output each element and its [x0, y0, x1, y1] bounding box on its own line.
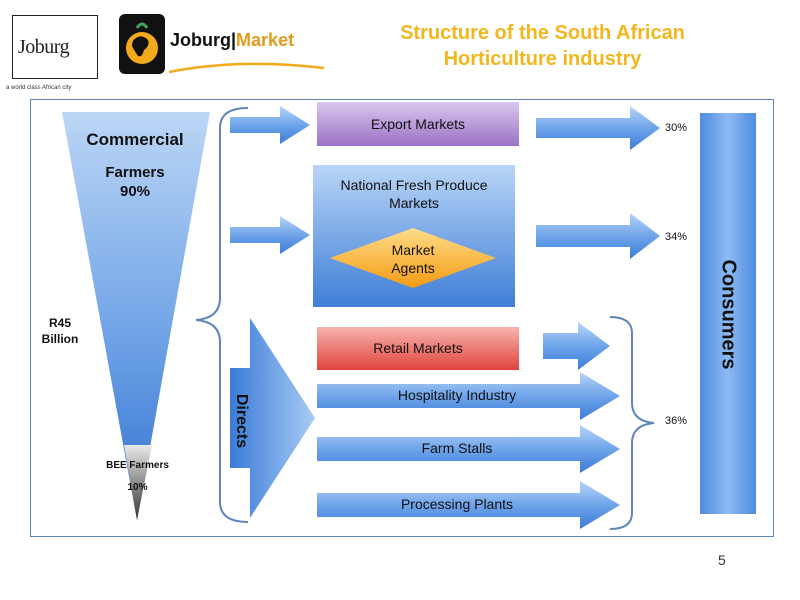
joburg-logo	[12, 15, 98, 79]
title-line-2: Horticulture industry	[443, 48, 642, 70]
farm-stalls-label: Farm Stalls	[421, 440, 493, 456]
export-markets-label: Export Markets	[370, 116, 466, 132]
export-markets-box	[317, 102, 519, 146]
market-logo-right: Market	[236, 30, 295, 50]
market-value-line-2: Billion	[41, 332, 79, 346]
directs-share: 36%	[665, 415, 688, 427]
national-line-1: National Fresh Produce	[340, 177, 488, 193]
national-markets-label: National Fresh Produce Markets	[313, 176, 515, 212]
market-logo-text: Joburg|Market	[170, 30, 295, 50]
consumers-label: Consumers	[717, 259, 740, 370]
commercial-label: Commercial	[86, 130, 184, 149]
hospitality-arrow	[317, 372, 620, 420]
consumers-bar	[700, 113, 756, 514]
market-agents-diamond	[330, 228, 496, 288]
funnel-brace	[195, 107, 249, 523]
market-value-line-1: R45	[48, 316, 71, 330]
joburg-tagline: a world class African city	[6, 85, 72, 91]
national-share: 34%	[665, 231, 688, 243]
title-line-1: Structure of the South African	[400, 22, 685, 44]
agents-line-1: Market	[391, 242, 435, 258]
retail-markets-box	[317, 327, 519, 370]
directs-label-box: Directs	[232, 390, 272, 460]
directs-label: Directs	[233, 393, 251, 449]
bee-farmers-label: BEE Farmers	[106, 460, 169, 471]
joburg-market-logo	[119, 14, 325, 74]
arrow-retail	[543, 322, 610, 370]
bee-farmers-group: BEE Farmers 10%	[95, 455, 180, 499]
page-number: 5	[718, 552, 726, 568]
farmers-pct: 90%	[119, 183, 151, 200]
arrow-to-export	[230, 106, 310, 144]
slide-title: Structure of the South African Horticult…	[370, 20, 715, 72]
agents-line-2: Agents	[391, 260, 435, 276]
market-logo-left: Joburg	[170, 30, 231, 50]
arrow-national-to-consumers	[536, 213, 660, 259]
farmers-label-group: Farmers 90%	[80, 163, 190, 201]
arrow-to-national	[230, 216, 310, 254]
processing-plants-arrow	[317, 481, 620, 529]
export-share: 30%	[665, 122, 688, 134]
joburg-logo-text: Joburg	[18, 36, 70, 58]
directs-arrow	[230, 318, 315, 518]
bee-farmers-pct: 10%	[127, 482, 148, 493]
arrow-export-to-consumers	[536, 106, 660, 150]
bee-farmers-funnel-tip	[124, 445, 152, 520]
national-line-2: Markets	[389, 195, 439, 211]
commercial-farmers-funnel	[62, 112, 210, 520]
market-agents-label: Market Agents	[363, 241, 463, 277]
hospitality-label: Hospitality Industry	[397, 387, 517, 403]
market-value-label: R45 Billion	[36, 315, 84, 347]
consumers-label-box: Consumers	[700, 113, 756, 514]
directs-share-brace	[609, 316, 655, 530]
retail-markets-label: Retail Markets	[373, 340, 463, 356]
processing-plants-label: Processing Plants	[400, 496, 514, 512]
farmers-label: Farmers	[105, 164, 165, 181]
farm-stalls-arrow	[317, 425, 620, 473]
